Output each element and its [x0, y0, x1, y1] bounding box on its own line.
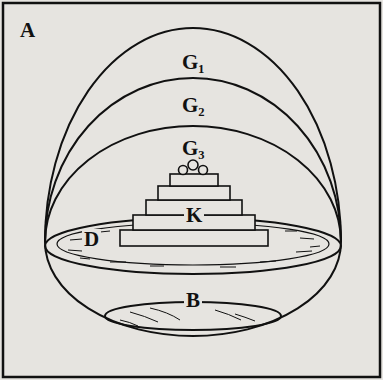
lower-bowl — [45, 242, 341, 336]
heaven-label: G₂ — [180, 95, 207, 116]
mountain-label: K — [184, 205, 204, 226]
water-strokes — [68, 231, 320, 267]
frame — [3, 3, 380, 377]
heaven-label: G₁ — [180, 52, 207, 73]
middle-dome — [45, 78, 341, 242]
mountain-steps — [120, 160, 268, 246]
disk-label: D — [82, 229, 101, 250]
heaven-label: G₃ — [180, 138, 207, 159]
underworld-label: B — [184, 290, 202, 311]
outer-dome — [45, 28, 341, 242]
panel-letter: A — [18, 20, 37, 41]
inner-dome — [45, 126, 341, 242]
